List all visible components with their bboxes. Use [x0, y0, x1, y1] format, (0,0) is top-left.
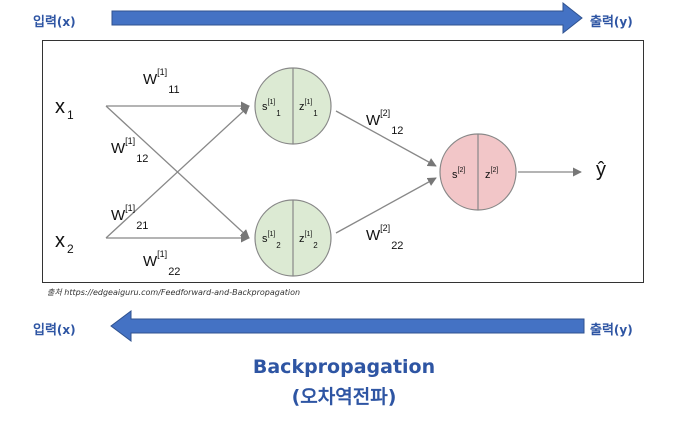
output-node-z: z[2]: [485, 167, 499, 181]
forward-arrow-shape: [111, 1, 583, 35]
backward-arrow: [110, 310, 585, 342]
forward-arrow: [111, 1, 583, 35]
weight-w2-22: W[2]22: [366, 223, 404, 252]
edge-x2-h1: [105, 105, 250, 239]
hidden-node-2-z: z[1]2: [299, 231, 318, 250]
source-url: https://edgeaiguru.com/Feedforward-and-B…: [64, 288, 301, 297]
hidden-node-2-s: s[1]2: [262, 231, 281, 250]
edge-h2-out: [335, 177, 437, 234]
weight-w1-22: W[1]22: [143, 249, 181, 278]
hidden-node-1-z: z[1]1: [299, 99, 318, 118]
backward-arrow-shape: [110, 310, 585, 342]
weight-w1-21: W[1]21: [111, 203, 149, 232]
network-connections: [105, 67, 582, 277]
edge-h1-out: [335, 110, 437, 167]
title-backpropagation: Backpropagation: [252, 356, 436, 378]
output-y-hat: ŷ: [596, 159, 606, 181]
output-node-s: s[2]: [452, 167, 466, 181]
source-caption: 출처 https://edgeaiguru.com/Feedforward-an…: [47, 288, 301, 297]
forward-output-label: 출력(y): [590, 15, 633, 30]
backward-input-label: 입력(x): [33, 323, 76, 338]
weight-w1-12: W[1]12: [111, 136, 149, 165]
forward-input-label: 입력(x): [33, 15, 76, 30]
hidden-node-1-s: s[1]1: [262, 99, 281, 118]
weight-w1-11: W[1]11: [143, 67, 180, 96]
backward-output-label: 출력(y): [590, 323, 633, 338]
title-korean: (오차역전파): [291, 386, 397, 408]
weight-w2-12: W[2]12: [366, 108, 404, 137]
